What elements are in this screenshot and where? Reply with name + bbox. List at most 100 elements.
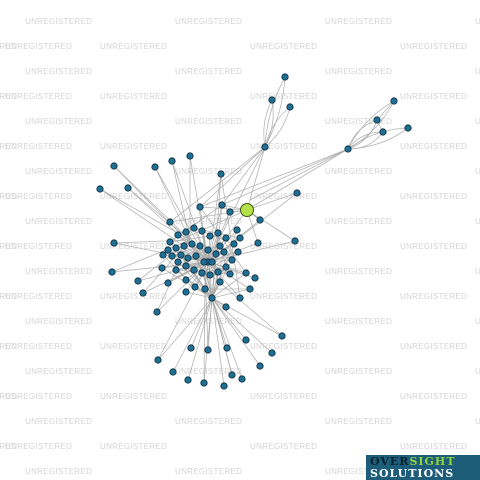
entity-node[interactable] bbox=[208, 258, 216, 266]
entity-node[interactable] bbox=[236, 294, 244, 302]
entity-node[interactable] bbox=[206, 271, 214, 279]
entity-node[interactable] bbox=[159, 251, 167, 259]
entity-node[interactable] bbox=[214, 229, 222, 237]
entity-node[interactable] bbox=[344, 145, 352, 153]
entity-node[interactable] bbox=[254, 239, 262, 247]
entity-node[interactable] bbox=[191, 283, 199, 291]
entity-node[interactable] bbox=[234, 248, 242, 256]
entity-node[interactable] bbox=[216, 278, 224, 286]
entity-node[interactable] bbox=[233, 226, 241, 234]
entity-node[interactable] bbox=[206, 232, 214, 240]
entity-node[interactable] bbox=[230, 240, 238, 248]
entity-node[interactable] bbox=[238, 375, 246, 383]
entity-node[interactable] bbox=[177, 251, 185, 259]
entity-node[interactable] bbox=[223, 344, 231, 352]
entity-node[interactable] bbox=[236, 234, 244, 242]
entity-node[interactable] bbox=[200, 258, 208, 266]
entity-node[interactable] bbox=[168, 157, 176, 165]
entity-node[interactable] bbox=[190, 266, 198, 274]
entity-node[interactable] bbox=[151, 163, 159, 171]
entity-node[interactable] bbox=[261, 143, 269, 151]
entity-node[interactable] bbox=[293, 189, 301, 197]
entity-node[interactable] bbox=[139, 289, 147, 297]
entity-node[interactable] bbox=[166, 218, 174, 226]
entity-node[interactable] bbox=[198, 227, 206, 235]
watermark-text: UNREGISTERED bbox=[400, 442, 467, 451]
entity-node[interactable] bbox=[180, 242, 188, 250]
entity-node[interactable] bbox=[251, 274, 259, 282]
watermark-text: UNREGISTERED bbox=[325, 217, 392, 226]
entity-node[interactable] bbox=[281, 73, 289, 81]
entity-node[interactable] bbox=[196, 203, 204, 211]
entity-node[interactable] bbox=[204, 346, 212, 354]
entity-node[interactable] bbox=[182, 288, 190, 296]
entity-node[interactable] bbox=[218, 201, 226, 209]
entity-node[interactable] bbox=[182, 276, 190, 284]
entity-node[interactable] bbox=[190, 224, 198, 232]
entity-node[interactable] bbox=[200, 379, 208, 387]
entity-node[interactable] bbox=[212, 250, 220, 258]
entity-node[interactable] bbox=[184, 376, 192, 384]
entity-node[interactable] bbox=[226, 208, 234, 216]
entity-node[interactable] bbox=[404, 124, 412, 132]
entity-node[interactable] bbox=[164, 246, 172, 254]
entity-node[interactable] bbox=[220, 382, 228, 390]
entity-node[interactable] bbox=[169, 368, 177, 376]
entity-node[interactable] bbox=[256, 216, 264, 224]
entity-node[interactable] bbox=[216, 242, 224, 250]
entity-node[interactable] bbox=[226, 270, 234, 278]
entity-node[interactable] bbox=[204, 246, 212, 254]
entity-node[interactable] bbox=[164, 279, 172, 287]
entity-node[interactable] bbox=[174, 258, 182, 266]
entity-node[interactable] bbox=[222, 303, 230, 311]
entity-node[interactable] bbox=[228, 371, 236, 379]
entity-node[interactable] bbox=[192, 252, 200, 260]
entity-node[interactable] bbox=[242, 336, 250, 344]
entity-node[interactable] bbox=[168, 252, 176, 260]
graph-edge bbox=[99, 188, 209, 263]
entity-node[interactable] bbox=[214, 268, 222, 276]
entity-node[interactable] bbox=[182, 262, 190, 270]
entity-node[interactable] bbox=[268, 349, 276, 357]
entity-node[interactable] bbox=[220, 248, 228, 256]
entity-node[interactable] bbox=[158, 264, 166, 272]
entity-node[interactable] bbox=[166, 238, 174, 246]
entity-node[interactable] bbox=[182, 228, 190, 236]
entity-node[interactable] bbox=[186, 152, 194, 160]
entity-node[interactable] bbox=[222, 263, 230, 271]
entity-node[interactable] bbox=[228, 256, 236, 264]
entity-node[interactable] bbox=[110, 239, 118, 247]
entity-node[interactable] bbox=[217, 170, 225, 178]
entity-node[interactable] bbox=[198, 269, 206, 277]
entity-node[interactable] bbox=[124, 184, 132, 192]
entity-node[interactable] bbox=[96, 185, 104, 193]
entity-node[interactable] bbox=[174, 231, 182, 239]
entity-node[interactable] bbox=[187, 344, 195, 352]
entity-node[interactable] bbox=[222, 234, 230, 242]
entity-node[interactable] bbox=[208, 294, 216, 302]
watermark-text: UNREGISTERED bbox=[100, 42, 167, 51]
entity-node[interactable] bbox=[172, 244, 180, 252]
entity-node[interactable] bbox=[379, 128, 387, 136]
entity-node[interactable] bbox=[153, 308, 161, 316]
entity-node[interactable] bbox=[278, 332, 286, 340]
entity-node[interactable] bbox=[134, 277, 142, 285]
entity-node[interactable] bbox=[291, 237, 299, 245]
entity-node[interactable] bbox=[154, 356, 162, 364]
entity-node[interactable] bbox=[172, 266, 180, 274]
watermark-text: UNREGISTERED bbox=[100, 242, 167, 251]
entity-node[interactable] bbox=[286, 103, 294, 111]
entity-node[interactable] bbox=[196, 242, 204, 250]
entity-node[interactable] bbox=[110, 162, 118, 170]
entity-node[interactable] bbox=[246, 285, 254, 293]
entity-node[interactable] bbox=[256, 362, 264, 370]
entity-node[interactable] bbox=[201, 285, 209, 293]
entity-node[interactable] bbox=[390, 97, 398, 105]
entity-node[interactable] bbox=[188, 240, 196, 248]
entity-node[interactable] bbox=[108, 268, 116, 276]
entity-node[interactable] bbox=[242, 269, 250, 277]
focus-entity-node[interactable] bbox=[240, 203, 254, 217]
entity-node[interactable] bbox=[373, 116, 381, 124]
entity-node[interactable] bbox=[268, 96, 276, 104]
entity-node[interactable] bbox=[184, 254, 192, 262]
